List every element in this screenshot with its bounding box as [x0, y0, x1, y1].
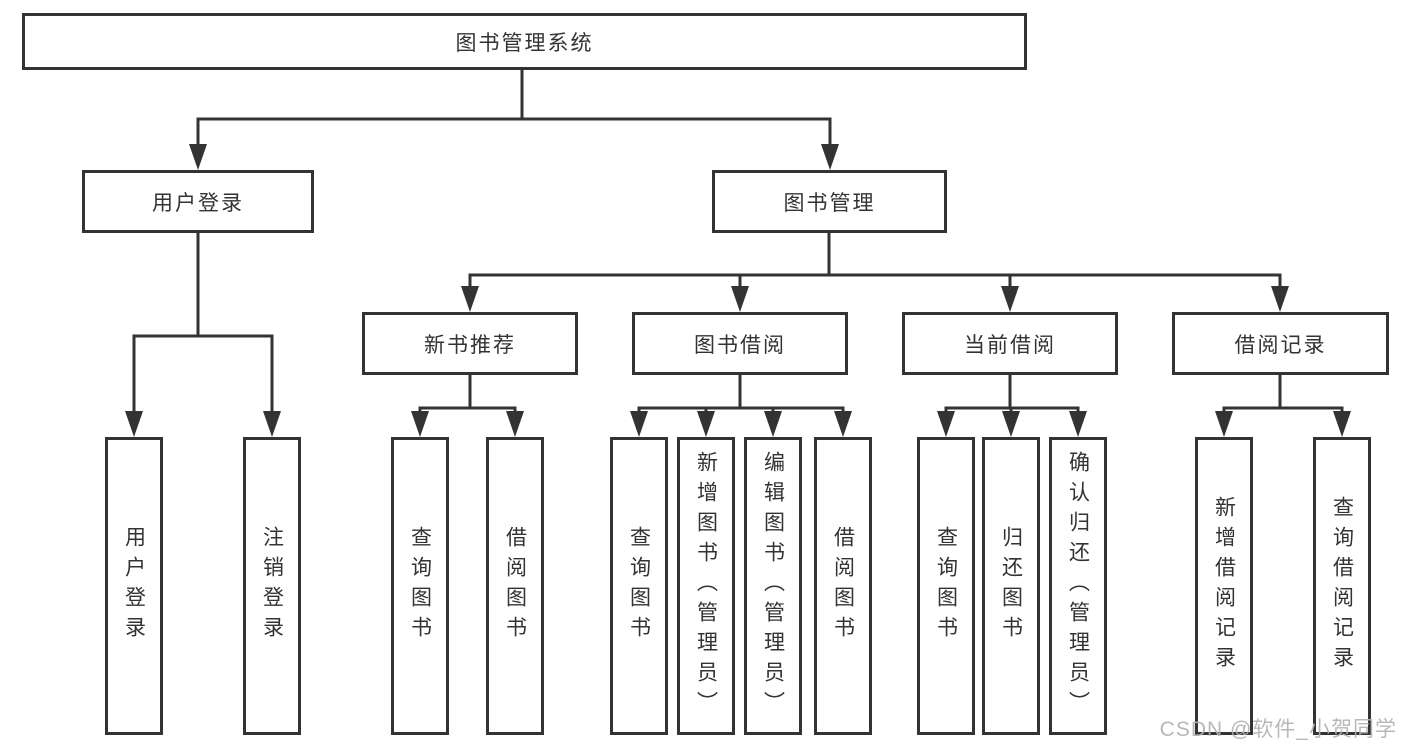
node-current-borrowing: 当前借阅: [902, 312, 1118, 375]
leaf-add-borrow-record-label: 新增借阅记录: [1212, 496, 1236, 676]
leaf-return-books: 归还图书: [982, 437, 1040, 735]
connector-book-borrowing-to-leaves: [630, 375, 852, 437]
node-book-management: 图书管理: [712, 170, 947, 233]
leaf-confirm-return-admin-label: 确认归还（管理员）: [1066, 451, 1090, 721]
leaf-confirm-return-admin: 确认归还（管理员）: [1049, 437, 1107, 735]
leaf-user-login-label: 用户登录: [122, 526, 146, 646]
node-book-borrowing: 图书借阅: [632, 312, 848, 375]
leaf-add-books-admin: 新增图书（管理员）: [677, 437, 735, 735]
node-root: 图书管理系统: [22, 13, 1027, 70]
leaf-borrow-books-recommend-label: 借阅图书: [503, 526, 527, 646]
connector-borrow-records-to-leaves: [1215, 375, 1351, 437]
leaf-query-borrow-record-label: 查询借阅记录: [1330, 496, 1354, 676]
leaf-return-books-label: 归还图书: [999, 526, 1023, 646]
watermark-text: CSDN @软件_小贺同学: [1159, 718, 1397, 741]
leaf-borrow-books-recommend: 借阅图书: [486, 437, 544, 735]
connector-user-login-to-leaves: [125, 233, 281, 437]
leaf-borrow-books-borrowing: 借阅图书: [814, 437, 872, 735]
leaf-borrow-books-borrowing-label: 借阅图书: [831, 526, 855, 646]
leaf-add-books-admin-label: 新增图书（管理员）: [694, 451, 718, 721]
leaf-query-books-borrowing: 查询图书: [610, 437, 668, 735]
leaf-edit-books-admin: 编辑图书（管理员）: [744, 437, 802, 735]
leaf-query-borrow-record: 查询借阅记录: [1313, 437, 1371, 735]
leaf-add-borrow-record: 新增借阅记录: [1195, 437, 1253, 735]
leaf-edit-books-admin-label: 编辑图书（管理员）: [761, 451, 785, 721]
leaf-user-login: 用户登录: [105, 437, 163, 735]
leaf-query-books-borrowing-label: 查询图书: [627, 526, 651, 646]
leaf-query-books-recommend-label: 查询图书: [408, 526, 432, 646]
connector-new-book-recommend-to-leaves: [411, 375, 524, 437]
leaf-logout: 注销登录: [243, 437, 301, 735]
node-user-login: 用户登录: [82, 170, 314, 233]
node-new-book-recommend: 新书推荐: [362, 312, 578, 375]
connector-current-borrowing-to-leaves: [937, 375, 1087, 437]
node-borrow-records: 借阅记录: [1172, 312, 1389, 375]
leaf-query-books-current-label: 查询图书: [934, 526, 958, 646]
connector-root-to-level2: [189, 70, 839, 170]
leaf-query-books-current: 查询图书: [917, 437, 975, 735]
connector-book-management-to-level3: [461, 233, 1289, 312]
leaf-logout-label: 注销登录: [260, 526, 284, 646]
leaf-query-books-recommend: 查询图书: [391, 437, 449, 735]
